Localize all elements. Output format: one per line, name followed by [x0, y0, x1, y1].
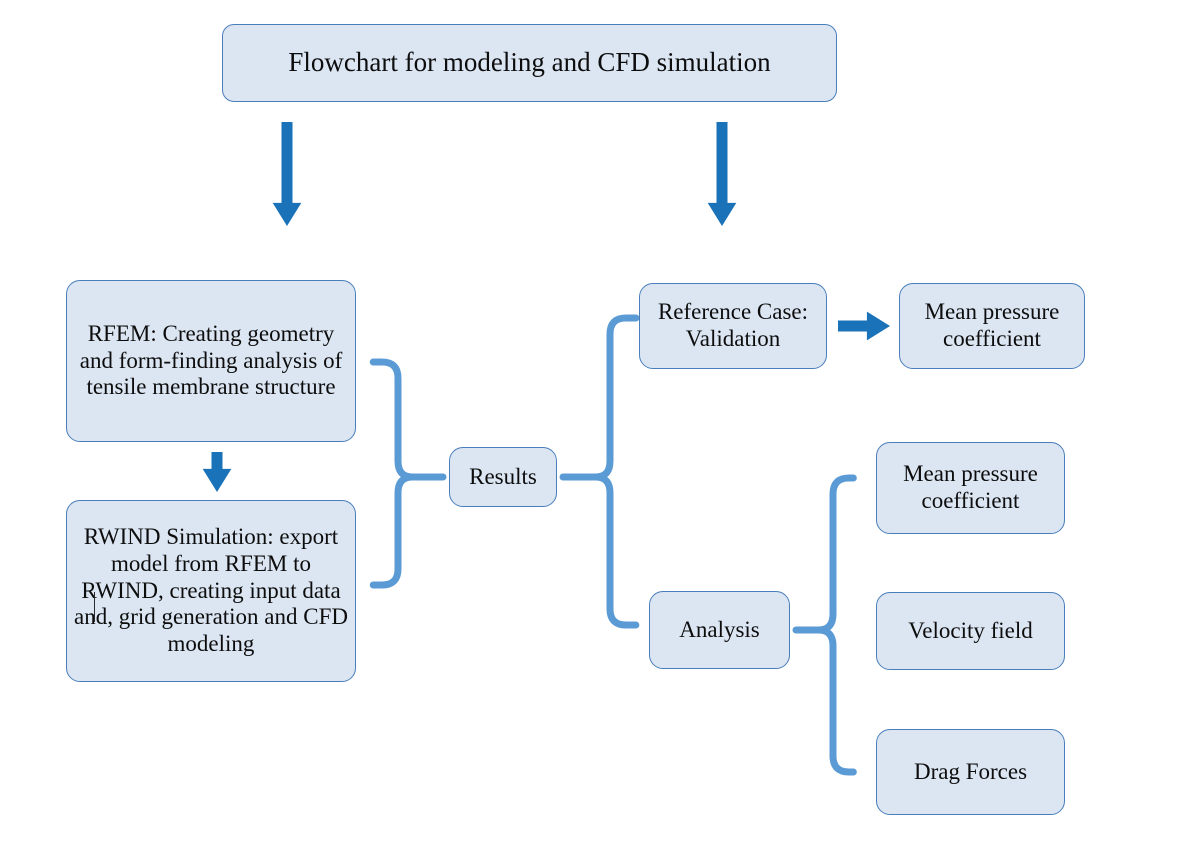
analysis-box-label: Analysis	[679, 616, 760, 642]
brace-results-to-outputs	[559, 314, 640, 629]
drag-forces-box-label: Drag Forces	[913, 758, 1028, 784]
rfem-box[interactable]: RFEM: Creating geometry and form-finding…	[66, 280, 356, 442]
results-box-label: Results	[469, 463, 537, 489]
mean-pressure-coefficient-analysis-box-label: Mean pressure coefficient	[903, 461, 1038, 513]
text-caret	[94, 592, 95, 622]
rwind-box[interactable]: RWIND Simulation: export model from RFEM…	[66, 500, 356, 682]
rfem-box-label: RFEM: Creating geometry and form-finding…	[79, 320, 343, 400]
arrow-title-to-reference	[707, 122, 737, 226]
reference-case-box-label: Reference Case: Validation	[657, 299, 809, 351]
reference-case-box[interactable]: Reference Case: Validation	[639, 283, 827, 369]
arrow-title-to-rfem	[272, 122, 302, 226]
rwind-box-label: RWIND Simulation: export model from RFEM…	[73, 524, 349, 656]
results-box[interactable]: Results	[449, 447, 557, 507]
arrow-reference-to-mean-pressure	[838, 311, 890, 341]
mean-pressure-coefficient-validation-box[interactable]: Mean pressure coefficient	[899, 283, 1085, 369]
brace-analysis-to-results-list	[792, 474, 857, 776]
brace-left-inputs-to-results	[369, 358, 447, 589]
arrow-rfem-to-rwind	[202, 452, 232, 492]
velocity-field-box-label: Velocity field	[908, 617, 1033, 643]
mean-pressure-coefficient-validation-box-label: Mean pressure coefficient	[924, 299, 1060, 351]
drag-forces-box[interactable]: Drag Forces	[876, 729, 1065, 815]
analysis-box[interactable]: Analysis	[649, 591, 790, 669]
velocity-field-box[interactable]: Velocity field	[876, 592, 1065, 670]
title-box-label: Flowchart for modeling and CFD simulatio…	[288, 47, 771, 78]
mean-pressure-coefficient-analysis-box[interactable]: Mean pressure coefficient	[876, 442, 1065, 534]
title-box[interactable]: Flowchart for modeling and CFD simulatio…	[222, 24, 837, 102]
